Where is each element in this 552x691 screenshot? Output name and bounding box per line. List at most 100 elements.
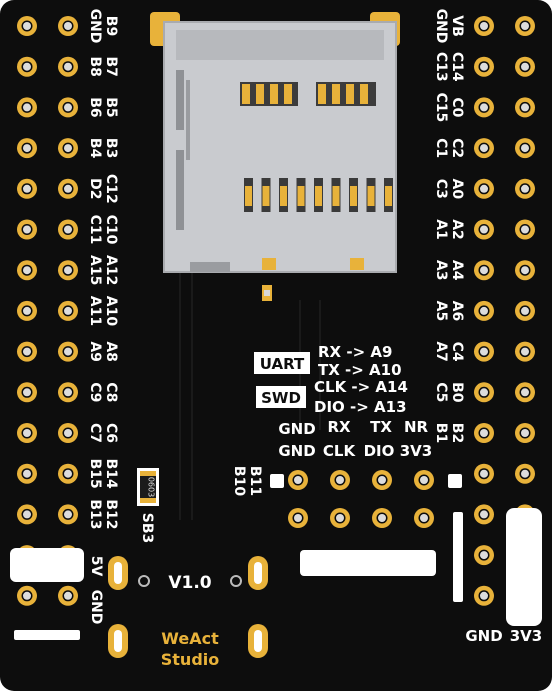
uart-badge: UART bbox=[260, 355, 305, 373]
header-pad-bottom-hole-center bbox=[336, 514, 344, 522]
swd-badge-bg bbox=[256, 386, 306, 408]
left-outer-pad-hole-center bbox=[23, 469, 31, 478]
right-pin-labels: VBGNDC14C13C0C15C2C1A0C3A2A1A4A3A6A5C4A7… bbox=[433, 9, 465, 444]
left-outer-pad-hole-center bbox=[23, 62, 31, 71]
right-pin-label-inner: B0 bbox=[449, 382, 465, 403]
left-pin-label-outer: A12 bbox=[103, 255, 119, 285]
logo-line-studio: Studio bbox=[161, 650, 220, 669]
sd-bottom-contact bbox=[315, 186, 322, 206]
right-inner-pad-hole-center bbox=[480, 103, 488, 112]
sd-bottom-contact bbox=[280, 186, 287, 206]
left-inner-pad-hole-center bbox=[64, 184, 72, 193]
left-pin-label-inner: B6 bbox=[87, 97, 103, 117]
header-label-rx: RX bbox=[327, 418, 351, 436]
left-pin-label-outer: A10 bbox=[103, 296, 119, 327]
right-pin-label-inner: C14 bbox=[449, 52, 465, 82]
right-inner-pad-hole-center bbox=[480, 144, 488, 153]
sd-bottom-contact bbox=[350, 186, 357, 206]
header-pad-bottom-hole-center bbox=[420, 514, 428, 522]
small-capacitor-body bbox=[264, 290, 270, 296]
pin-label-5v: 5V bbox=[88, 556, 104, 577]
left-pin-label-inner: D2 bbox=[87, 178, 103, 199]
right-outer-pad-hole-center bbox=[521, 184, 529, 193]
via-left bbox=[138, 575, 150, 587]
right-outer-pad-hole-center bbox=[521, 347, 529, 356]
right-pin-label-outer: C13 bbox=[433, 52, 449, 82]
pin-label-gnd-left: GND bbox=[88, 590, 104, 625]
left-pin-label-outer: B5 bbox=[103, 97, 119, 117]
uart-tx-mapping: TX -> A10 bbox=[318, 361, 402, 379]
sd-top-contact bbox=[318, 84, 326, 104]
right-pin-label-inner: A0 bbox=[449, 179, 465, 200]
left-inner-pad-hole-center bbox=[64, 62, 72, 71]
left-pin-label-inner: B8 bbox=[87, 56, 103, 76]
header-label-nr: NR bbox=[404, 418, 429, 436]
right-pin-label-outer: GND bbox=[433, 9, 449, 44]
right-outer-pad-hole-center bbox=[521, 266, 529, 275]
left-inner-pad-hole-center bbox=[64, 429, 72, 437]
right-inner-pad-hole-center bbox=[480, 510, 488, 519]
left-inner-pad-hole-center bbox=[64, 347, 72, 356]
left-outer-pad-hole-center bbox=[23, 225, 31, 234]
right-pin-label-outer: C1 bbox=[433, 138, 449, 158]
right-pin-label-outer: C5 bbox=[433, 382, 449, 402]
board-version: V1.0 bbox=[168, 573, 211, 593]
sd-top-contact bbox=[360, 84, 368, 104]
left-outer-pad-hole-center bbox=[23, 388, 31, 397]
header-pad-bottom-hole-center bbox=[378, 514, 386, 522]
sd-top-contact bbox=[346, 84, 354, 104]
right-pin-label-outer: B1 bbox=[433, 423, 449, 443]
right-inner-pad-hole-center bbox=[480, 469, 488, 478]
silkscreen-bar-vertical bbox=[453, 512, 463, 602]
left-inner-pad-hole-center bbox=[64, 591, 72, 600]
left-pin-label-inner: C7 bbox=[87, 423, 103, 443]
right-pin-label-inner: VB bbox=[449, 15, 465, 37]
left-pin-label-outer: B7 bbox=[103, 56, 119, 76]
left-inner-pad-hole-center bbox=[64, 22, 72, 30]
left-outer-pad-hole-center bbox=[23, 266, 31, 275]
right-outer-pad-hole-center bbox=[521, 22, 529, 30]
right-outer-pad-hole-center bbox=[521, 429, 529, 437]
left-pin-label-inner: B15 bbox=[87, 459, 103, 489]
left-outer-pad-hole-center bbox=[23, 510, 31, 519]
mounting-slots bbox=[108, 556, 268, 658]
uart-badge-bg bbox=[254, 352, 310, 374]
sd-contacts bbox=[242, 84, 393, 270]
resistor-0603: 0603 bbox=[137, 468, 159, 506]
left-pin-label-inner: C11 bbox=[87, 215, 103, 245]
right-pin-label-outer: A7 bbox=[433, 341, 449, 362]
via-right bbox=[230, 575, 242, 587]
sd-bottom-contact bbox=[385, 186, 392, 206]
left-pin-label-outer: A8 bbox=[103, 341, 119, 362]
right-inner-pad-hole-center bbox=[480, 62, 488, 71]
silkscreen-bar bbox=[300, 550, 436, 576]
left-pin-label-outer: B9 bbox=[103, 16, 119, 36]
left-pin-label-outer: B14 bbox=[103, 459, 119, 489]
left-inner-pad-hole-center bbox=[64, 469, 72, 478]
sd-bottom-contact bbox=[332, 186, 340, 206]
right-inner-pad-hole-center bbox=[480, 184, 488, 193]
right-inner-pad-hole-center bbox=[480, 225, 488, 234]
sd-top-contact bbox=[332, 84, 340, 104]
right-outer-pad-hole-center bbox=[521, 388, 529, 397]
left-inner-pad-hole-center bbox=[64, 144, 72, 153]
sd-bottom-contact bbox=[367, 186, 375, 206]
logo-line-weact: WeAct bbox=[161, 629, 219, 648]
swd-clk-mapping: CLK -> A14 bbox=[314, 378, 408, 396]
header-label-dio: DIO bbox=[364, 442, 395, 460]
sd-top-contact bbox=[270, 84, 278, 104]
right-inner-pad-hole-center bbox=[480, 266, 488, 275]
sd-card-slot bbox=[150, 12, 400, 273]
header-pad-top-hole-center bbox=[294, 476, 302, 484]
left-pin-label-inner: GND bbox=[87, 9, 103, 44]
test-pad-b11 bbox=[270, 474, 284, 488]
right-outer-pad-hole-center bbox=[521, 225, 529, 234]
right-pin-label-outer: A3 bbox=[433, 260, 449, 281]
sd-top-contact bbox=[284, 84, 292, 104]
sd-tab-pad bbox=[262, 258, 276, 270]
header-label-tx: TX bbox=[370, 418, 392, 436]
uart-rx-mapping: RX -> A9 bbox=[318, 343, 392, 361]
swd-badge: SWD bbox=[261, 389, 301, 407]
left-pin-label-outer: B12 bbox=[103, 499, 119, 529]
